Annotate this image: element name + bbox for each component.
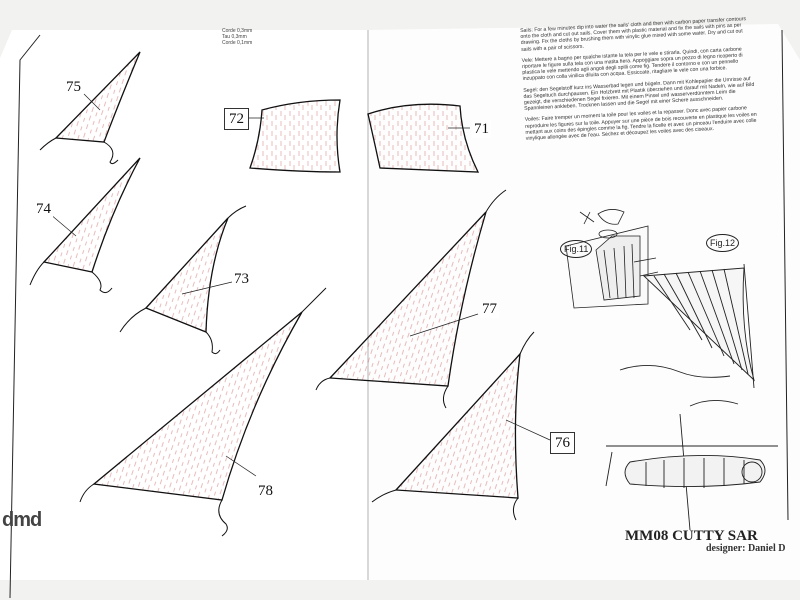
sail-75-label: 75 [64, 78, 83, 96]
left-border-line [9, 34, 41, 599]
sail-72-shape [246, 99, 341, 173]
fig-12-tag: Fig.12 [706, 234, 740, 252]
page-title: MM08 CUTTY SAR [625, 528, 758, 544]
rope-note: Corde 0,3mm [222, 28, 253, 34]
instructions-french: Voiles: Faire tremper un moment la toile… [524, 105, 757, 142]
sail-71-shape [367, 103, 480, 173]
sail-71-label: 71 [472, 120, 491, 138]
designer-credit: designer: Daniel D [706, 543, 786, 554]
sail-72-label: 72 [224, 108, 249, 130]
sail-74-label: 74 [34, 200, 53, 218]
fig-12-sketch [619, 263, 755, 407]
rope-note: Tau 0,3mm [222, 34, 247, 40]
rope-notes: Corde 0,3mm Tau 0,3mm Corde 0,1mm [222, 28, 252, 46]
sail-74-shape [29, 157, 141, 294]
sail-73-shape [119, 205, 247, 355]
furled-sail-sketch [605, 413, 778, 531]
sail-76-label: 76 [550, 432, 575, 454]
fig-11-tag: Fig.11 [560, 240, 593, 258]
sail-78-shape [79, 287, 327, 537]
right-border-line [781, 29, 789, 521]
sail-77-label: 77 [480, 300, 499, 318]
brand-logo-text: dmd [2, 509, 42, 531]
sail-77-shape [315, 189, 507, 409]
sail-75-shape [39, 51, 141, 165]
sail-78-label: 78 [256, 482, 275, 500]
sail-76-shape [371, 331, 551, 521]
sail-instructions: Sails: For a few minutes dip into water … [520, 16, 758, 147]
rope-note: Corde 0,1mm [222, 40, 253, 46]
sail-73-label: 73 [232, 270, 251, 288]
